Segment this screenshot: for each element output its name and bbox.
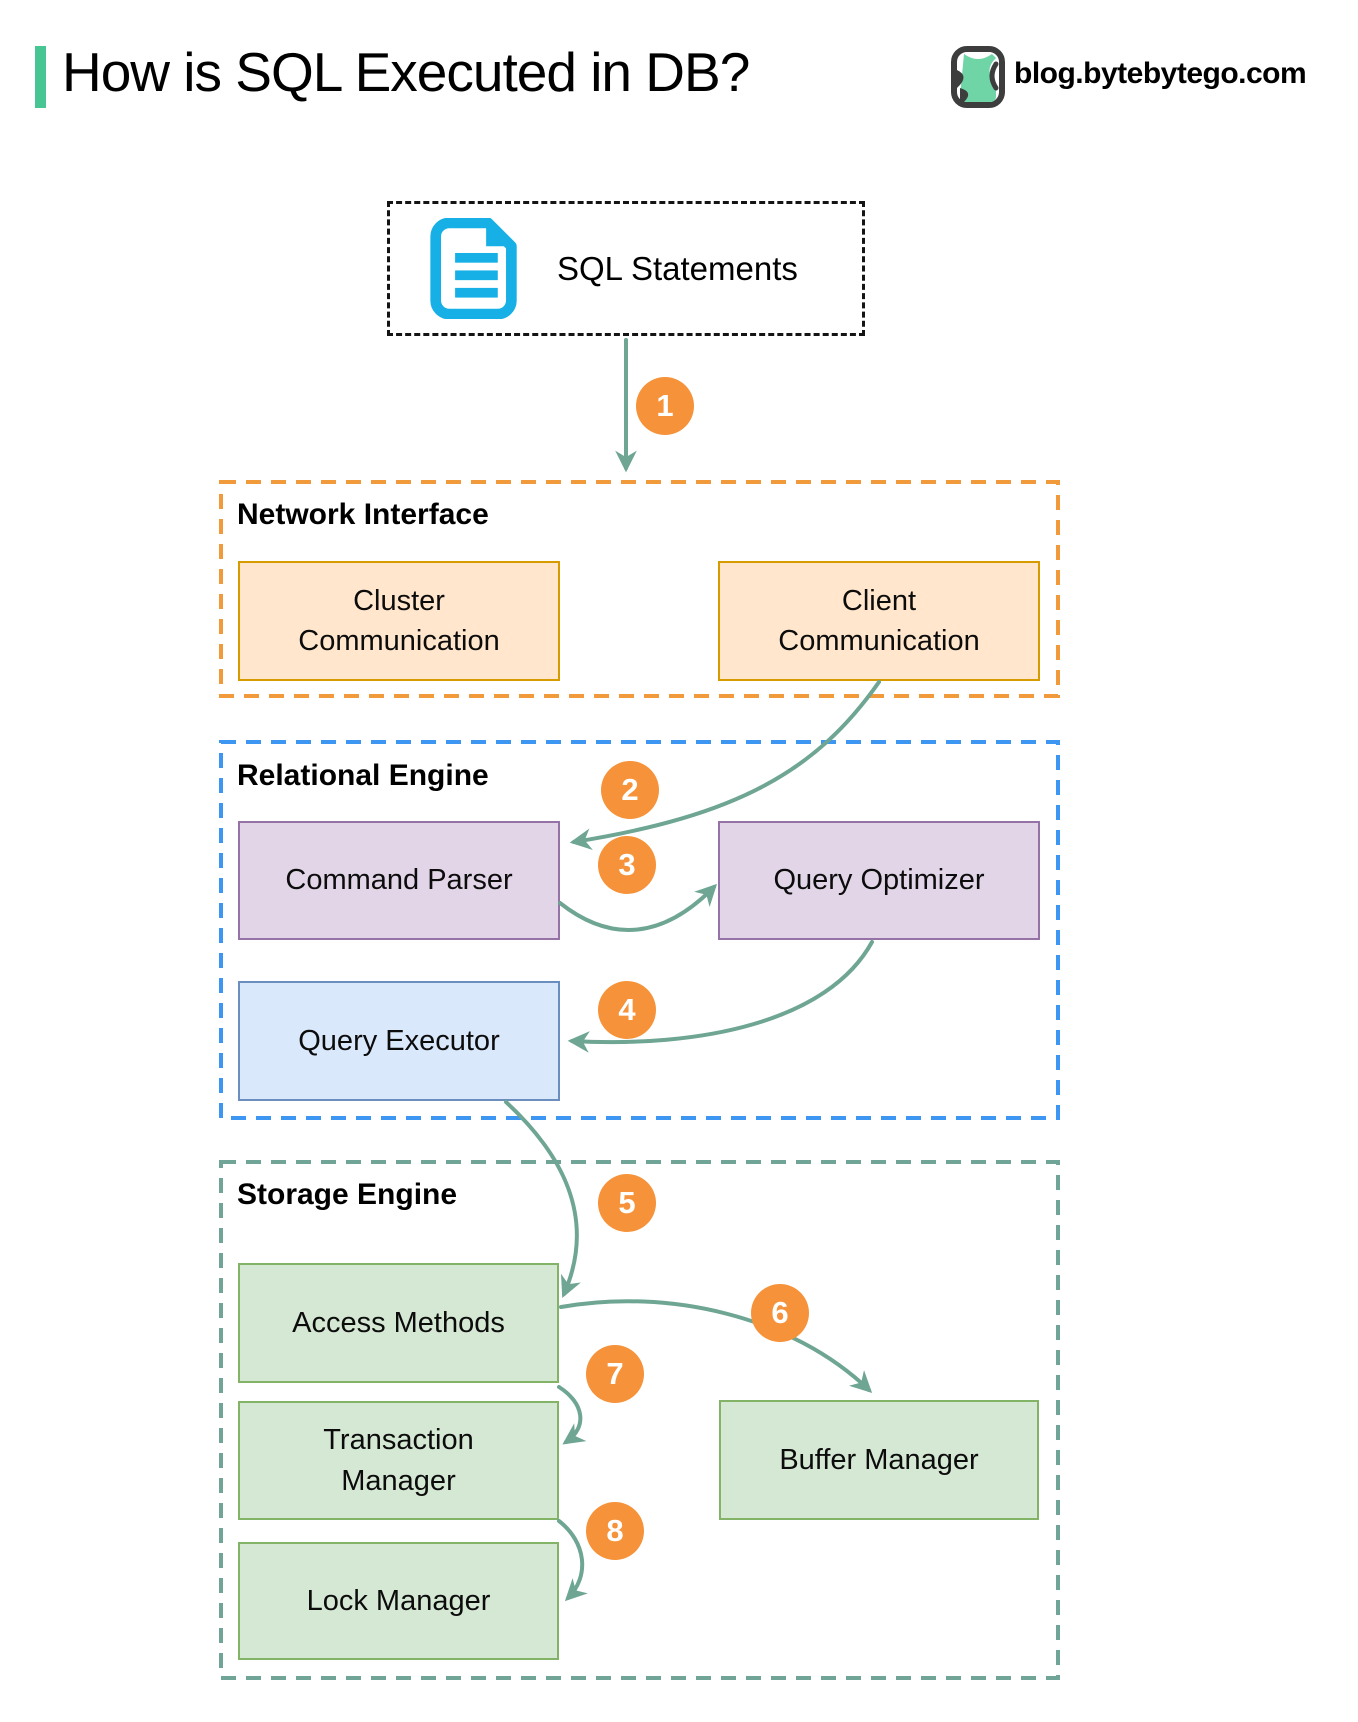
node-label: Buffer Manager (779, 1443, 979, 1476)
node-transaction-manager: Transaction Manager (238, 1401, 559, 1520)
node-access-methods: Access Methods (238, 1263, 559, 1383)
step-badge-5: 5 (598, 1174, 656, 1232)
step-badge-4: 4 (598, 981, 656, 1039)
node-label: Command Parser (285, 864, 513, 897)
relational-section-label: Relational Engine (237, 759, 489, 792)
step-badge-8: 8 (586, 1502, 644, 1560)
step-badge-6: 6 (751, 1284, 809, 1342)
node-label: Query Executor (298, 1024, 500, 1057)
node-label: Access Methods (292, 1306, 505, 1339)
node-label: Transaction Manager (323, 1424, 474, 1497)
node-label: Query Optimizer (773, 864, 985, 897)
node-buffer-manager: Buffer Manager (719, 1400, 1039, 1520)
title-accent-bar (35, 46, 46, 108)
step-badge-7: 7 (586, 1345, 644, 1403)
node-query-optimizer: Query Optimizer (718, 821, 1040, 940)
node-query-executor: Query Executor (238, 981, 560, 1101)
node-command-parser: Command Parser (238, 821, 560, 940)
arrow-3 (558, 883, 718, 932)
node-client-communication: Client Communication (718, 561, 1040, 681)
node-lock-manager: Lock Manager (238, 1542, 559, 1660)
step-badge-3: 3 (598, 836, 656, 894)
arrow-7 (557, 1385, 587, 1445)
document-icon (430, 218, 517, 319)
sql-statements-label: SQL Statements (557, 249, 798, 287)
node-cluster-communication: Cluster Communication (238, 561, 560, 681)
page-title: How is SQL Executed in DB? (62, 41, 750, 103)
bytebytego-logo-icon (951, 46, 1005, 108)
node-label: Cluster Communication (298, 584, 500, 657)
step-badge-2: 2 (601, 761, 659, 819)
arrow-8 (557, 1519, 588, 1602)
node-label: Client Communication (778, 584, 980, 657)
node-label: Lock Manager (306, 1584, 491, 1617)
step-badge-1: 1 (636, 377, 694, 435)
network-section-label: Network Interface (237, 498, 489, 531)
brand-text: blog.bytebytego.com (1014, 57, 1307, 90)
storage-section-label: Storage Engine (237, 1178, 458, 1211)
sql-statements-node: SQL Statements (387, 201, 865, 336)
